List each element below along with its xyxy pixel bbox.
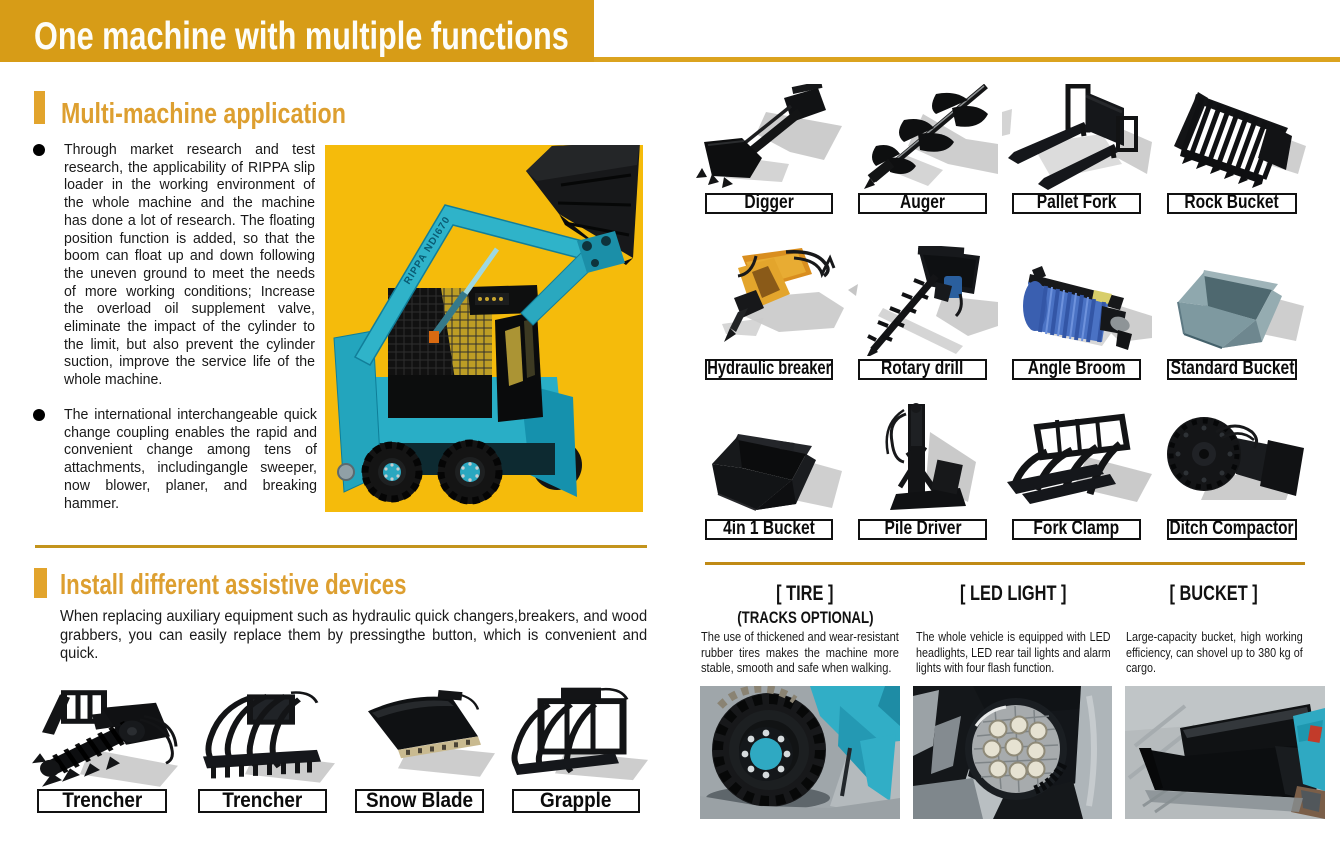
svg-text:RIPPA NDI670: RIPPA NDI670	[402, 214, 453, 286]
